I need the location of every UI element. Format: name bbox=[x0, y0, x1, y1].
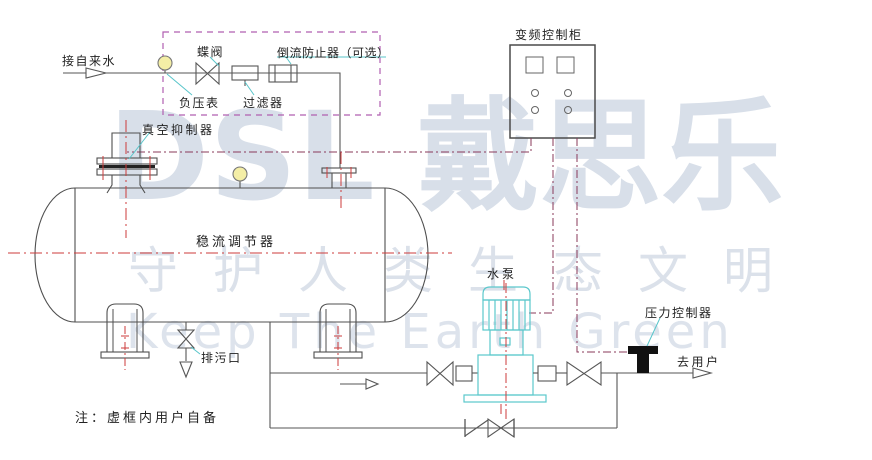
negative-pressure-gauge-icon bbox=[157, 55, 173, 73]
label-leader-lines bbox=[128, 56, 661, 355]
discharge-pipe bbox=[270, 372, 695, 429]
drain-label: 排污口 bbox=[201, 351, 242, 365]
cabinet-signal-lines bbox=[127, 138, 629, 353]
suction-valve-icon bbox=[426, 360, 454, 387]
vacuum-suppressor-icon bbox=[96, 120, 158, 238]
inlet-flow-arrow-icon bbox=[85, 67, 107, 79]
pressure-controller-label: 压力控制器 bbox=[645, 306, 713, 320]
watermark-slogan-cn: 守护人类生态文明 bbox=[128, 242, 808, 300]
tank-label: 稳流调节器 bbox=[196, 235, 277, 250]
vacuum-suppressor-label: 真空抑制器 bbox=[142, 123, 215, 137]
note-label: 注：虚框内用户自备 bbox=[75, 411, 220, 426]
supply-pipe bbox=[63, 72, 341, 168]
butterfly-valve-label: 蝶阀 bbox=[197, 45, 225, 59]
user-supplied-dashed-box bbox=[162, 31, 381, 116]
pump-label: 水泵 bbox=[487, 267, 518, 281]
flow-arrow-icon bbox=[365, 378, 380, 390]
filter-icon bbox=[231, 65, 259, 86]
tank-level-gauge-icon bbox=[232, 166, 248, 188]
tank-vessel bbox=[34, 187, 429, 323]
butterfly-valve-icon bbox=[195, 61, 220, 86]
vfd-control-cabinet bbox=[509, 44, 596, 139]
to-users-arrow-icon bbox=[692, 367, 714, 379]
suction-pipe bbox=[269, 322, 427, 428]
suction-flex-joint-icon bbox=[455, 365, 473, 382]
tank-leg-left bbox=[100, 303, 150, 370]
watermark-logo: DSL 戴思乐 bbox=[108, 86, 784, 228]
pump-icon bbox=[463, 286, 547, 403]
discharge-valve-icon bbox=[566, 360, 602, 387]
backflow-preventer-label: 倒流防止器（可选） bbox=[277, 46, 390, 60]
negative-pressure-gauge-label: 负压表 bbox=[179, 96, 220, 110]
control-cabinet-label: 变频控制柜 bbox=[515, 28, 583, 42]
bypass-valve-icon bbox=[464, 404, 515, 439]
to-users-label: 去用户 bbox=[677, 355, 721, 369]
drain-outlet-icon bbox=[176, 322, 196, 379]
filter-label: 过滤器 bbox=[243, 96, 284, 110]
backflow-preventer-icon bbox=[268, 64, 298, 83]
tank-inlet-flange bbox=[321, 152, 357, 212]
pressure-controller-icon bbox=[628, 346, 658, 373]
tank-leg-right bbox=[313, 303, 363, 370]
inlet-label: 接自来水 bbox=[62, 54, 117, 68]
discharge-flex-joint-icon bbox=[537, 365, 557, 382]
